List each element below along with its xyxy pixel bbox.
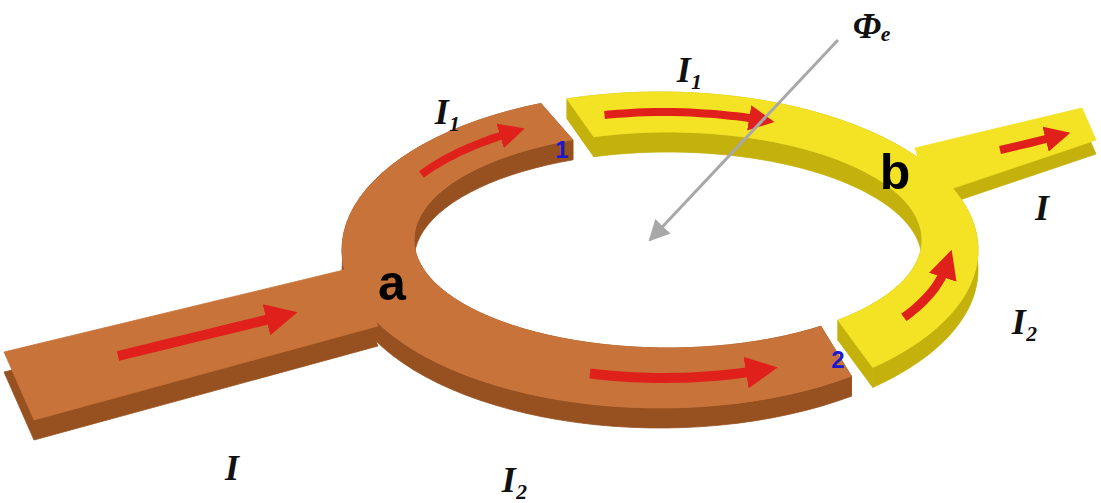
current-arrow bbox=[590, 370, 762, 378]
current-arrow bbox=[1000, 136, 1058, 150]
current-label: I₁ bbox=[677, 52, 704, 88]
current-arrow bbox=[421, 132, 512, 174]
current-label: I₁ bbox=[435, 94, 462, 130]
orange-lead bbox=[4, 268, 378, 420]
junction-number: 2 bbox=[831, 348, 844, 372]
yellow-half-face bbox=[567, 92, 978, 367]
current-arrow bbox=[118, 316, 282, 356]
point-label: b bbox=[880, 147, 911, 197]
current-label: I bbox=[1035, 190, 1049, 226]
point-label: a bbox=[378, 258, 406, 308]
orange-half-face bbox=[342, 104, 851, 408]
flux-arrow bbox=[650, 40, 838, 240]
current-label: I bbox=[225, 450, 239, 486]
current-arrow bbox=[605, 112, 762, 120]
current-label: I₂ bbox=[1012, 304, 1039, 340]
current-arrow bbox=[904, 264, 947, 318]
current-label: I₂ bbox=[502, 462, 529, 498]
junction-number: 1 bbox=[555, 138, 568, 162]
flux-label: Φₑ bbox=[853, 8, 891, 44]
